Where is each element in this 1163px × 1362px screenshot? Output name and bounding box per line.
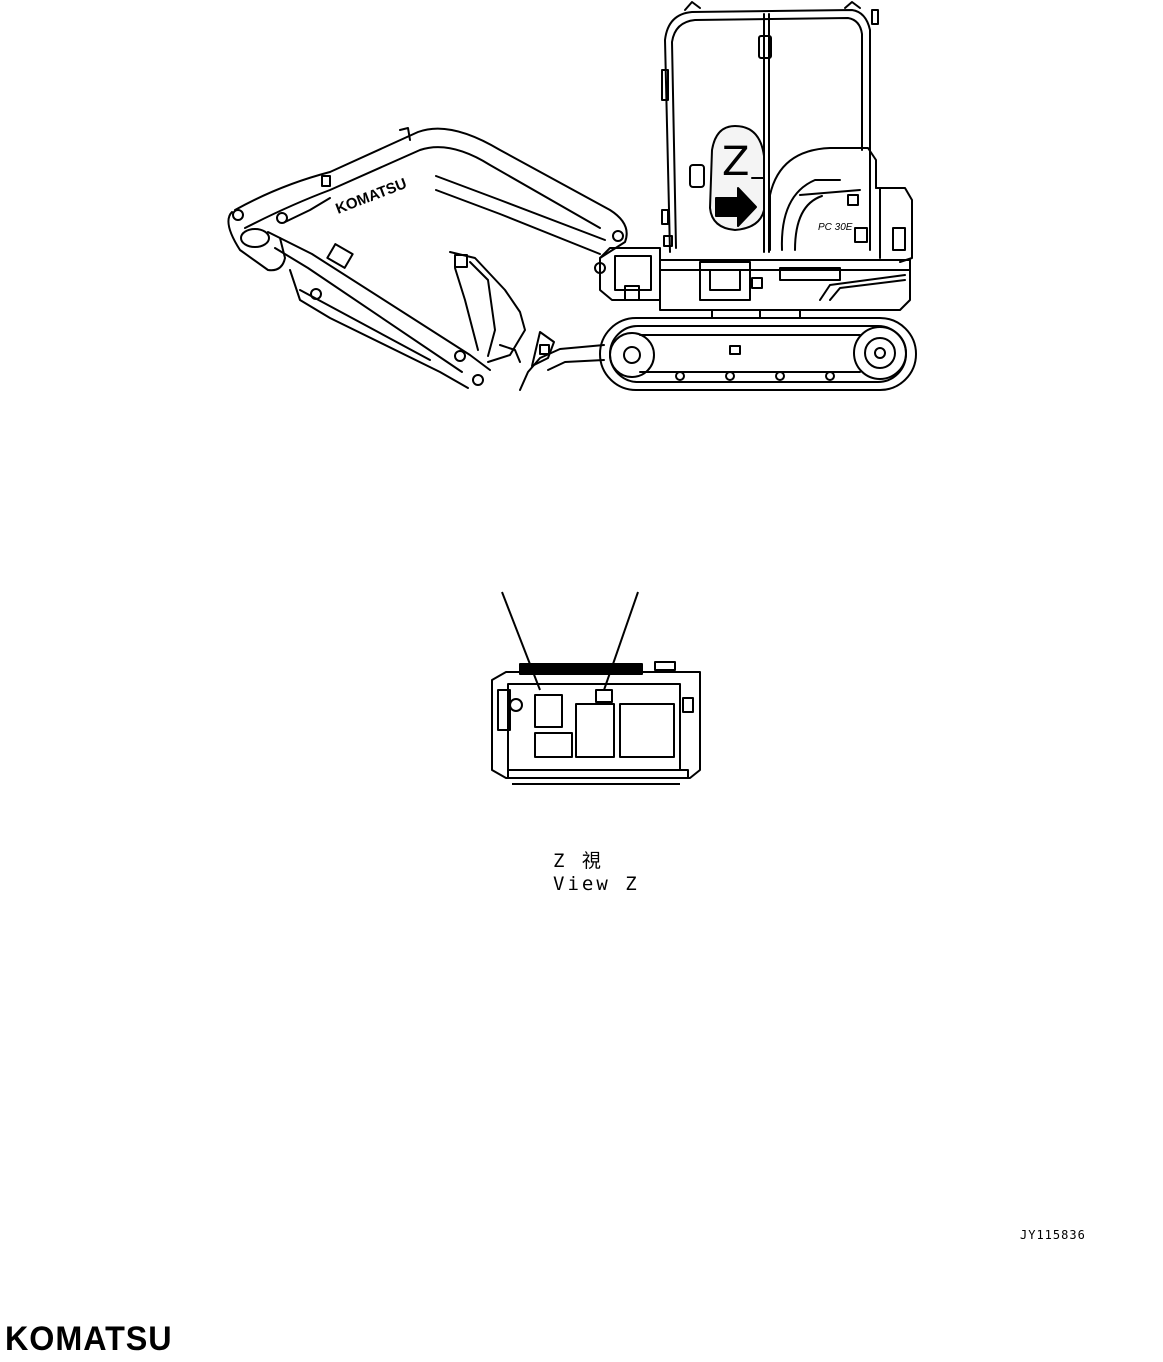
boom-brand-text: KOMATSU (333, 175, 409, 218)
engine-housing: PC 30E (769, 147, 913, 263)
view-z-detail (491, 591, 701, 785)
view-label-jp: Z 視 (553, 850, 604, 872)
operator-cab (661, 1, 879, 253)
arm (267, 231, 491, 389)
callout-letter: Z (722, 139, 749, 185)
model-badge: PC 30E (818, 222, 853, 233)
view-label-en: View Z (553, 873, 640, 895)
upper-structure (599, 247, 911, 319)
boom: KOMATSU (227, 127, 628, 272)
leader-line-left (501, 591, 541, 691)
leader-line-right (603, 591, 639, 691)
boom-cylinder (276, 175, 624, 274)
crawler-track (599, 317, 917, 391)
part-number: JY115836 (1020, 1228, 1086, 1242)
dozer-blade (519, 331, 605, 391)
bucket (449, 251, 526, 363)
brand-logo: KOMATSU (5, 1320, 173, 1358)
view-z-callout (709, 125, 765, 231)
